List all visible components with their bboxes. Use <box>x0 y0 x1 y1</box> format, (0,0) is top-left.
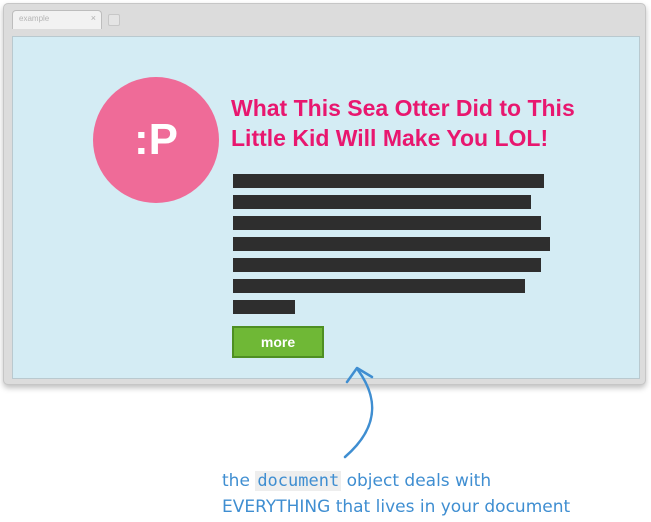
placeholder-text-line <box>233 174 544 188</box>
caption-line-1: the document object deals with <box>222 468 570 494</box>
headline-line-1: What This Sea Otter Did to This <box>231 95 575 121</box>
browser-tab[interactable]: example × <box>12 10 102 29</box>
placeholder-text-line <box>233 300 295 314</box>
page-headline: What This Sea Otter Did to This Little K… <box>231 93 631 153</box>
caption-prefix: the <box>222 471 256 491</box>
more-button[interactable]: more <box>232 326 324 358</box>
avatar-emoticon: :P <box>134 115 178 164</box>
caption-line-2: EVERYTHING that lives in your document <box>222 497 571 517</box>
avatar: :P <box>93 77 219 203</box>
browser-window: example × :P What This Sea Otter Did to … <box>3 3 646 385</box>
page-viewport: :P What This Sea Otter Did to This Littl… <box>12 36 640 379</box>
tab-close-icon[interactable]: × <box>90 13 96 23</box>
new-tab-button[interactable] <box>108 14 120 26</box>
placeholder-text-line <box>233 258 541 272</box>
placeholder-text-line <box>233 279 525 293</box>
placeholder-text-line <box>233 237 550 251</box>
caption-code-word: document <box>255 471 342 491</box>
caption-suffix: object deals with <box>341 471 492 491</box>
headline-line-2: Little Kid Will Make You LOL! <box>231 125 549 151</box>
placeholder-text-line <box>233 216 541 230</box>
placeholder-text-line <box>233 195 531 209</box>
tab-label: example <box>19 14 50 23</box>
caption: the document object deals with EVERYTHIN… <box>222 468 570 520</box>
